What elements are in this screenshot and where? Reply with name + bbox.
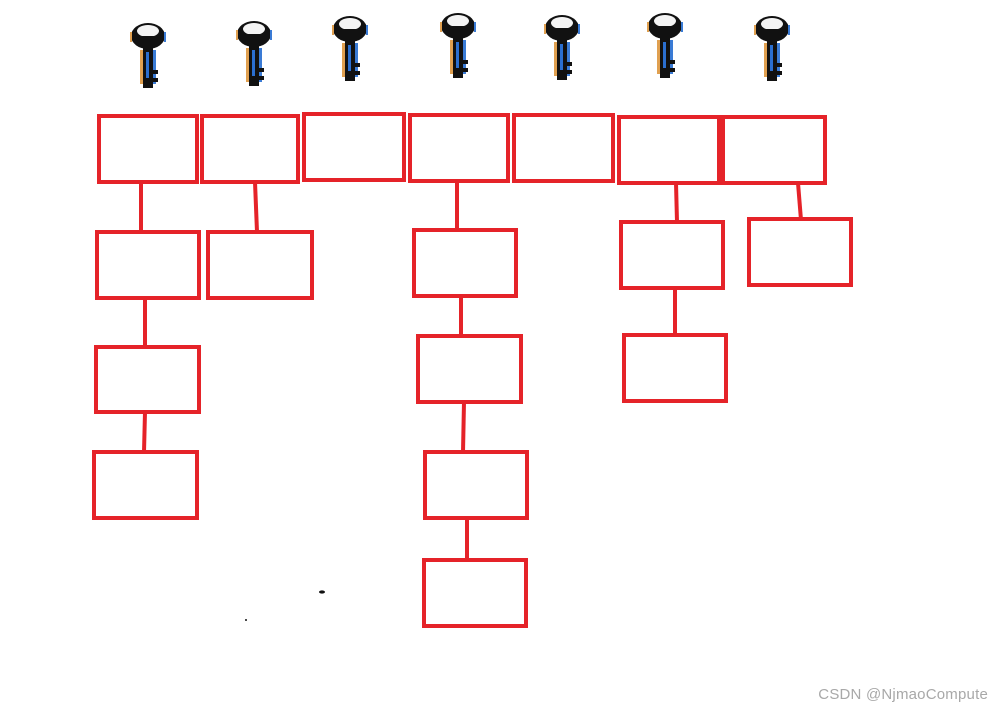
stray-marks	[245, 590, 325, 621]
chain-link	[796, 182, 803, 221]
bucket-box	[512, 113, 615, 183]
chain-node	[423, 450, 529, 520]
chain-2	[206, 181, 314, 300]
bucket-box	[302, 112, 406, 182]
chain-node	[206, 230, 314, 300]
chain-link	[461, 401, 466, 453]
bucket-box	[97, 114, 199, 184]
watermark: CSDN @NjmaoCompute	[818, 686, 988, 703]
chain-1	[92, 182, 201, 520]
speck	[245, 619, 247, 621]
chain-link	[142, 411, 147, 453]
chain-node	[94, 345, 201, 414]
bucket-box	[721, 115, 827, 185]
chain-node	[422, 558, 528, 628]
chain-node	[412, 228, 518, 298]
chain-6	[619, 182, 728, 403]
chain-7	[747, 182, 853, 287]
chain-4	[412, 181, 529, 628]
speck	[319, 590, 325, 594]
key-icon	[236, 21, 272, 86]
chain-node	[95, 230, 201, 300]
bucket-box	[200, 114, 300, 184]
key-icon	[332, 16, 368, 81]
chain-node	[416, 334, 523, 404]
chain-node	[622, 333, 728, 403]
chain-link	[253, 181, 259, 233]
key-icon	[754, 16, 790, 81]
chain-link	[674, 182, 679, 223]
bucket-box	[408, 113, 510, 183]
key-icon	[130, 23, 166, 88]
chain-node	[619, 220, 725, 290]
bucket-box	[617, 115, 721, 185]
chain-node	[747, 217, 853, 287]
chain-node	[92, 450, 199, 520]
bucket-row	[97, 112, 827, 185]
keys-row	[130, 13, 790, 88]
key-icon	[544, 15, 580, 80]
key-icon	[440, 13, 476, 78]
key-icon	[647, 13, 683, 78]
